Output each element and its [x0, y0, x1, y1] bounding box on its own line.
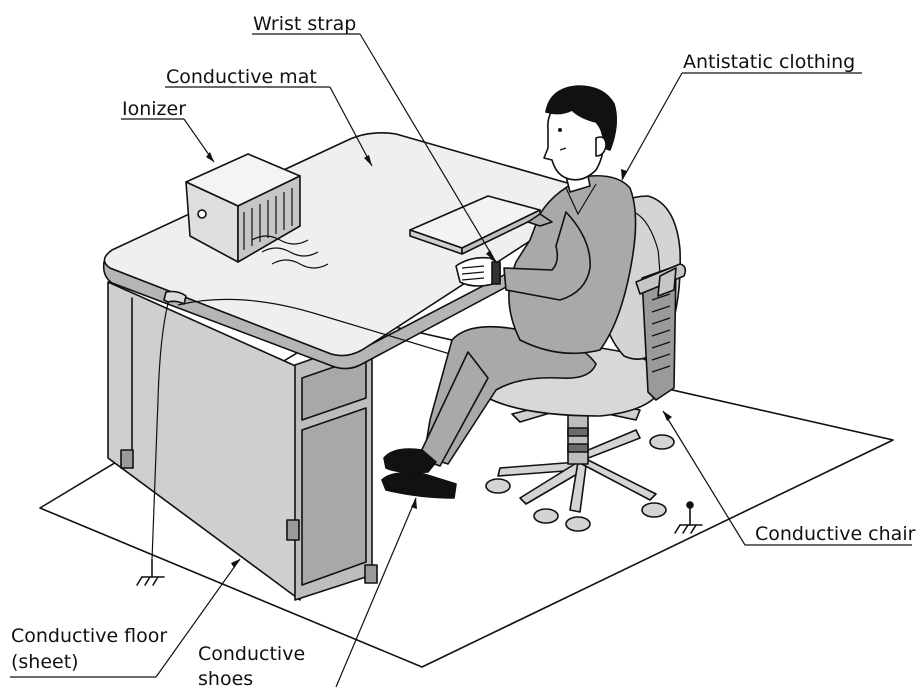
label-conductive-floor-sheet: (sheet)	[11, 651, 79, 673]
label-conductive-mat: Conductive mat	[166, 66, 317, 88]
desk-leg	[121, 450, 133, 468]
label-wrist-strap: Wrist strap	[253, 13, 356, 35]
callout-antistatic-clothing	[622, 73, 862, 180]
floor-ground-symbol-left	[137, 560, 164, 585]
label-conductive-floor: Conductive floor	[11, 625, 167, 647]
label-antistatic-clothing: Antistatic clothing	[683, 51, 855, 73]
wrist-strap-band	[492, 262, 500, 284]
label-conductive-chair: Conductive chair	[755, 523, 916, 545]
label-conductive-shoes: Conductive	[198, 643, 305, 665]
label-ionizer: Ionizer	[122, 98, 186, 120]
label-conductive-shoes-line2: shoes	[198, 668, 253, 690]
callout-ionizer	[121, 119, 214, 162]
desk-leg	[287, 520, 299, 540]
cord-clip	[164, 292, 186, 305]
desk-drawer-lower	[302, 408, 366, 585]
desk-leg	[365, 565, 377, 583]
